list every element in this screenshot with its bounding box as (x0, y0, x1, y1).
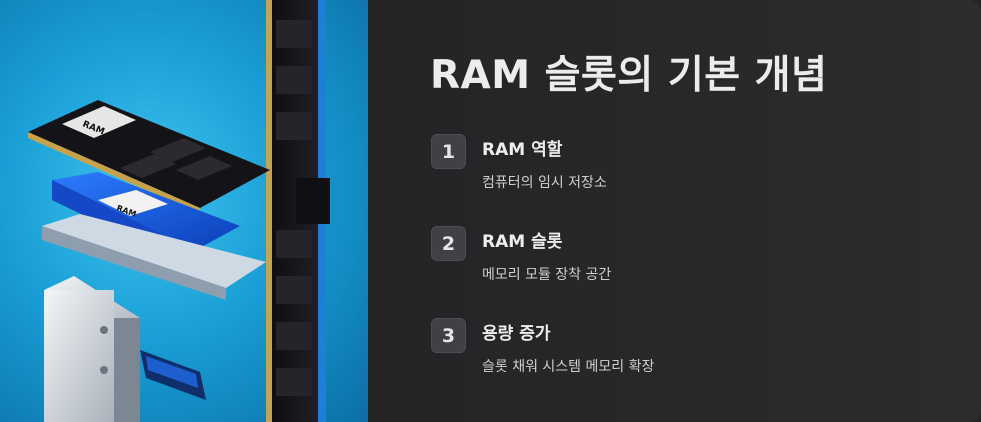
list-item: 1 RAM 역할 컴퓨터의 임시 저장소 (431, 134, 931, 194)
item-title: 용량 증가 (482, 324, 551, 344)
list-item: 2 RAM 슬롯 메모리 모듈 장착 공간 (431, 226, 931, 286)
item-description: 메모리 모듈 장착 공간 (482, 267, 612, 283)
item-title: RAM 슬롯 (482, 232, 563, 252)
ram-illustration: RAM RAM (0, 0, 368, 422)
page-title: RAM 슬롯의 기본 개념 (430, 53, 828, 98)
step-number-badge: 1 (431, 134, 466, 169)
item-description: 슬롯 채워 시스템 메모리 확장 (482, 359, 655, 375)
ram-modules-illustration: RAM RAM (28, 0, 330, 422)
sodimm-module: RAM (28, 100, 270, 214)
item-title: RAM 역할 (482, 140, 563, 160)
silver-tray (42, 214, 266, 300)
list-item: 3 용량 증가 슬롯 채워 시스템 메모리 확장 (431, 318, 931, 378)
step-number-badge: 2 (431, 226, 466, 261)
vertical-ram-stick (266, 0, 330, 422)
step-number-badge: 3 (431, 318, 466, 353)
item-description: 컴퓨터의 임시 저장소 (482, 175, 607, 191)
ssd-module (44, 276, 206, 422)
content-panel: RAM 슬롯의 기본 개념 1 RAM 역할 컴퓨터의 임시 저장소 2 RAM… (368, 0, 981, 422)
